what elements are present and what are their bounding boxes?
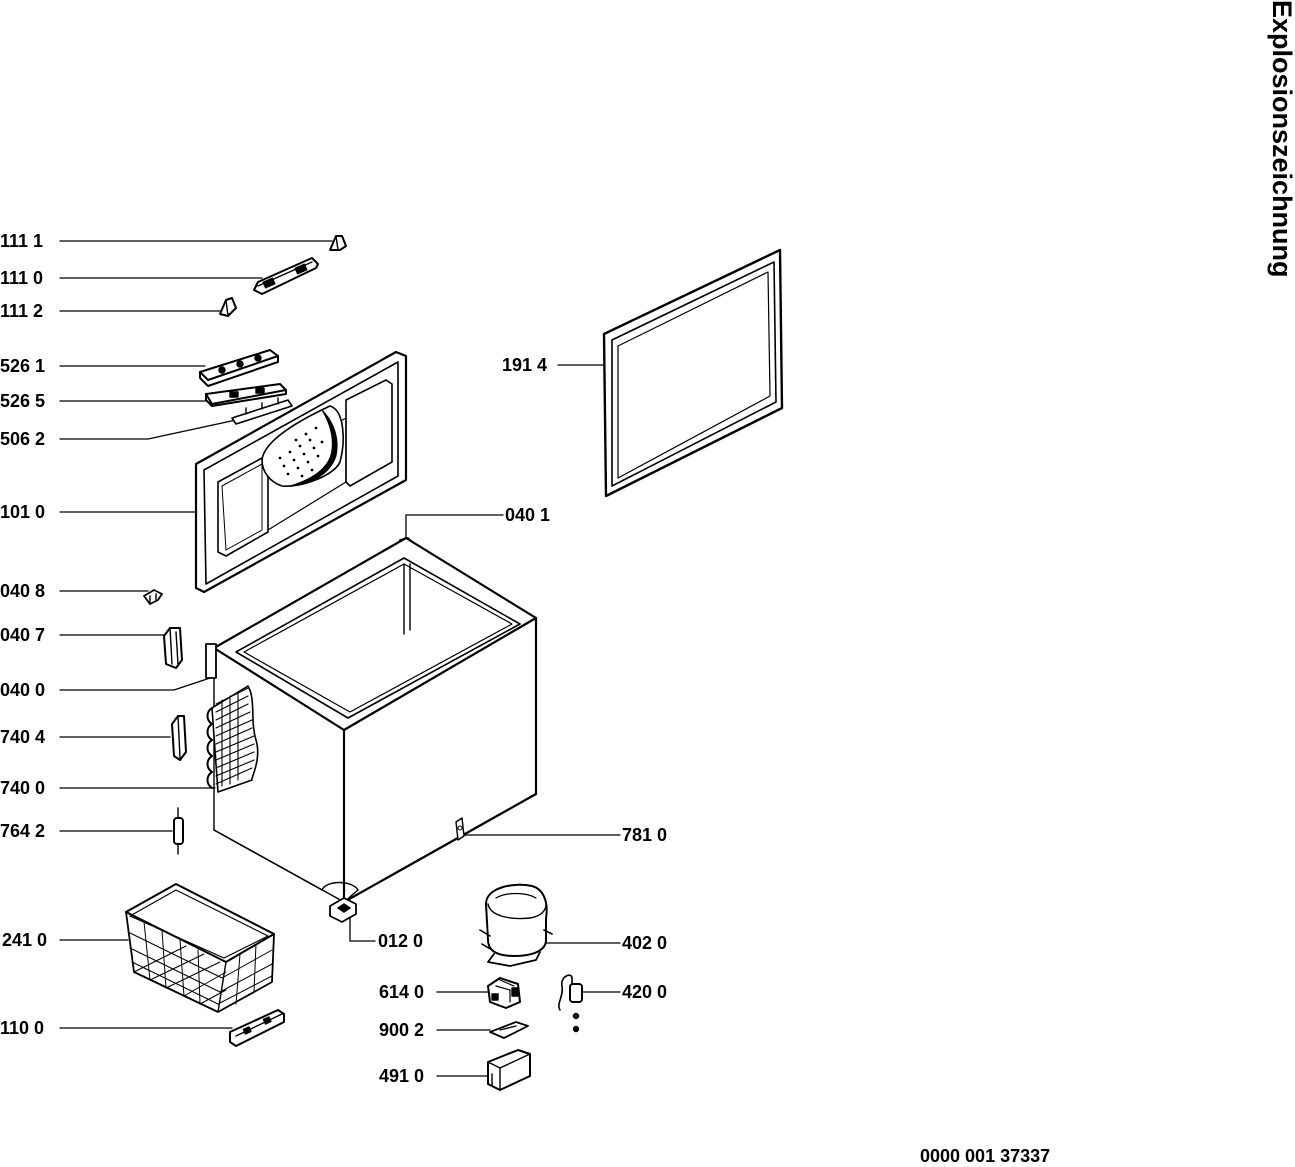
basket-holder-icon	[229, 1009, 285, 1047]
hinge-bracket-icon	[163, 627, 183, 669]
clip-icon	[143, 589, 163, 605]
capacitor-icon	[558, 974, 583, 1033]
lock-part-lower-icon	[205, 383, 287, 407]
part-label-241-0: 241 0	[2, 930, 48, 950]
part-label-491-0: 491 0	[379, 1066, 425, 1086]
foot-icon	[329, 897, 357, 923]
compressor-icon	[479, 883, 553, 967]
part-label-420-0: 420 0	[622, 982, 668, 1002]
handle-icon	[253, 257, 319, 295]
hinge-cover-right-icon	[329, 235, 347, 251]
part-label-110-0: 110 0	[0, 1018, 45, 1038]
part-label-040-7: 040 7	[0, 625, 46, 645]
part-label-781-0: 781 0	[622, 825, 668, 845]
part-label-012-0: 012 0	[378, 931, 424, 951]
hinge-cover-left-icon	[219, 297, 237, 317]
part-label-740-4: 740 4	[0, 727, 46, 747]
relay-clip-icon	[489, 1021, 529, 1039]
lock-plate-icon	[231, 397, 293, 425]
condenser-bracket-icon	[171, 715, 187, 761]
part-label-040-1: 040 1	[505, 505, 551, 525]
part-label-740-0: 740 0	[0, 778, 46, 798]
relay-icon	[487, 977, 521, 1009]
part-label-526-1: 526 1	[0, 356, 46, 376]
part-label-191-4: 191 4	[502, 355, 548, 375]
part-label-111-1: 111 1	[0, 231, 44, 251]
lock-part-upper-icon	[199, 349, 279, 387]
document-number: 0000 001 37337	[920, 1146, 1051, 1166]
part-label-111-2: 111 2	[0, 301, 44, 321]
lid-icon	[194, 350, 408, 594]
part-label-040-8: 040 8	[0, 581, 46, 601]
part-label-900-2: 900 2	[379, 1020, 425, 1040]
part-label-101-0: 101 0	[0, 502, 46, 522]
filter-drier-icon	[173, 807, 184, 855]
basket-icon	[125, 883, 275, 1013]
part-label-526-5: 526 5	[0, 391, 46, 411]
condenser-icon	[206, 685, 259, 793]
cabinet-icon	[205, 536, 538, 904]
part-label-040-0: 040 0	[0, 680, 46, 700]
part-label-506-2: 506 2	[0, 429, 46, 449]
part-label-614-0: 614 0	[379, 982, 425, 1002]
part-label-111-0: 111 0	[0, 268, 44, 288]
part-label-402-0: 402 0	[622, 933, 668, 953]
part-label-764-2: 764 2	[0, 821, 46, 841]
diagram-title: Explosionszeichnung	[1267, 0, 1295, 278]
relay-cover-icon	[487, 1049, 531, 1091]
lid-gasket-icon	[602, 248, 784, 498]
